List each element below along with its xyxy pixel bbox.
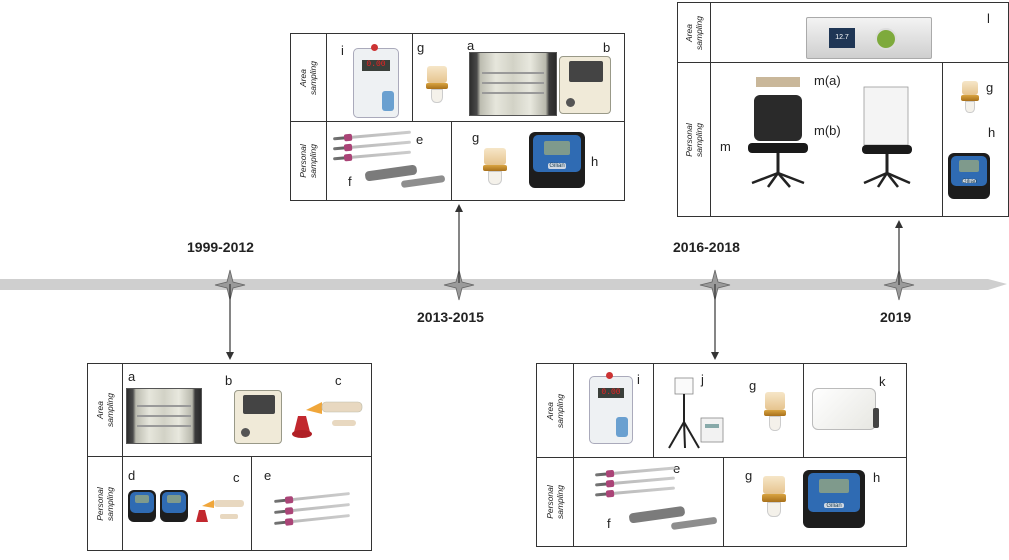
tube-holder [365,164,445,188]
device-letter-g2: g [745,468,753,483]
row-label-personal: Personal sampling [298,143,319,179]
panel-1999-2012: Area sampling Personal sampling a b c d … [87,363,372,551]
office-chair-1 [748,77,808,188]
sorbent-tube-2 [333,140,411,151]
connector-2019 [895,220,903,285]
device-letter-g: g [749,378,757,393]
period-label-2016: 2016-2018 [673,239,740,255]
sorbent-tube-1 [595,466,675,477]
device-letter-l: l [987,11,990,26]
sorbent-tube-1 [274,492,350,503]
sorbent-tube-3 [274,514,350,525]
row-label-personal: Personal sampling [684,122,704,157]
device-letter-c2: c [233,470,240,485]
panel-2016-2018: Area sampling Personal sampling 0.00 i j… [536,363,907,547]
personal-impinger [196,500,244,522]
device-letter-g: g [986,80,994,95]
device-letter-e: e [264,468,272,483]
connector-1999 [226,284,234,360]
sampler-box [234,390,282,444]
gilian-pump: Gilian [803,470,865,528]
device-letter-m: m [720,139,731,154]
sorbent-tube-2 [274,503,350,514]
tripod-sampler [668,377,724,449]
device-letter-h: h [591,154,599,169]
row-label-personal: Personal sampling [95,486,115,521]
device-letter-h: h [873,470,881,485]
filter-cassette [482,148,508,188]
row-label-area: Area sampling [545,393,565,428]
device-letter-m-a: m(a) [814,73,841,88]
period-label-2019: 2019 [880,309,912,325]
gas-meter: 0.00 [353,44,399,118]
chamber-photo [126,388,202,444]
sorbent-tube-3 [333,150,411,161]
device-letter-f: f [348,174,352,189]
device-letter-c: c [335,373,342,388]
office-chair-2 [862,86,912,188]
panel-2019: Area sampling Personal sampling 12.7 l m… [677,2,1009,217]
device-letter-a: a [128,369,136,384]
filter-cassette [761,476,787,520]
personal-pump-2 [160,490,188,522]
device-letter-e: e [416,132,424,147]
gas-meter: 0.00 [589,372,633,444]
device-letter-j: j [701,372,704,387]
filter-cassette [763,392,787,434]
tube-holder [629,506,717,530]
row-label-area: Area sampling [95,392,115,428]
impinger-sampler [292,401,363,438]
device-letter-g2: g [472,130,480,145]
row-label-personal: Personal sampling [545,484,565,520]
rack-analyzer: 12.7 [806,17,932,59]
gilian-pump: Gilian [529,132,585,188]
sorbent-tube-2 [595,476,675,487]
device-letter-k: k [879,374,886,389]
panel-2013-2015: Area sampling Personal sampling i 0.00 g… [290,33,625,201]
device-letter-b: b [603,40,611,55]
timeline-shaft [0,279,1007,290]
device-letter-e: e [673,461,681,476]
device-letter-i: i [341,43,344,58]
device-letter-b: b [225,373,233,388]
gilian-pump: Gilian [948,153,990,199]
sorbent-tube-3 [595,486,675,497]
connector-2013 [455,204,463,283]
sampler-box [559,56,611,114]
personal-pump-1 [128,490,156,522]
sensor-stand [873,408,879,428]
filter-cassette [961,81,979,115]
chamber-photo [469,52,557,116]
device-letter-g: g [417,40,425,55]
device-letter-a: a [467,38,475,53]
device-letter-i: i [637,372,640,387]
period-label-2013: 2013-2015 [417,309,484,325]
monitor-unit [812,388,876,430]
row-label-area: Area sampling [684,15,704,50]
device-letter-m-b: m(b) [814,123,841,138]
star-marker-2013 [443,269,475,301]
row-label-area: Area sampling [298,60,319,95]
period-label-1999: 1999-2012 [187,239,254,255]
device-letter-f: f [607,516,611,531]
connector-2016 [711,284,719,360]
device-letter-h: h [988,125,996,140]
sorbent-tube-1 [333,130,411,141]
filter-cassette [425,66,449,106]
device-letter-d: d [128,468,136,483]
